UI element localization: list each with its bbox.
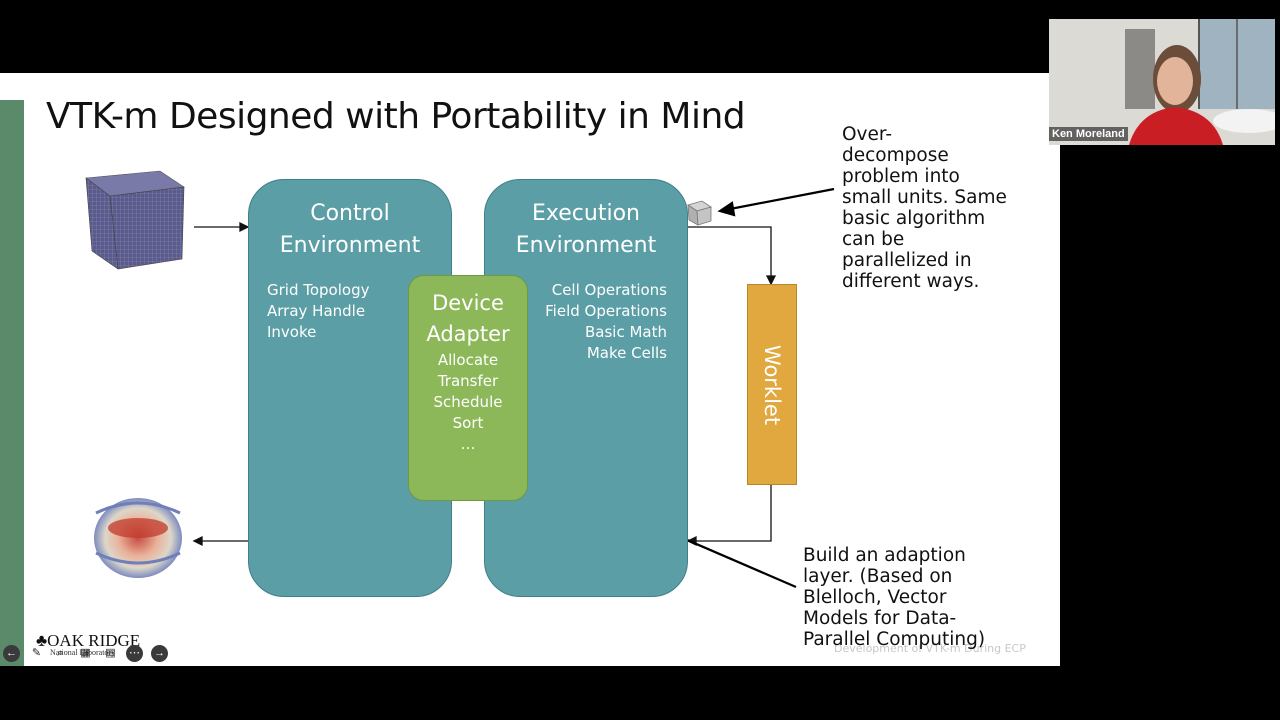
diagram-graphics [85, 170, 835, 589]
worklet-box: Worklet [747, 284, 797, 485]
input-mesh-cube [85, 170, 185, 270]
arrow-right-icon: → [154, 647, 165, 659]
oak-ridge-logo: ♣OAK RIDGE National Laboratory [36, 631, 141, 657]
callout-line: Blelloch, Vector [803, 587, 947, 608]
callout-over-decompose: Over- decompose problem into small units… [842, 124, 1007, 292]
see-all-slides-button[interactable]: ▦ [77, 645, 94, 662]
small-work-unit-cube [687, 200, 712, 226]
logo-tree-icon: ♣ [36, 631, 48, 650]
control-item: Invoke [267, 323, 317, 341]
callout-line: small units. Same [842, 187, 1007, 208]
callout-line: can be [842, 229, 905, 250]
device-title-line2: Adapter [426, 322, 510, 346]
flow-arrows [192, 221, 777, 547]
worklet-label: Worklet [760, 344, 784, 425]
more-icon: ⋯ [129, 647, 140, 659]
device-item: Transfer [437, 372, 499, 390]
device-adapter-box: Device Adapter Allocate Transfer Schedul… [408, 275, 528, 501]
slide-footer: Development of VTK-m During ECP [834, 642, 1026, 655]
execution-item: Basic Math [584, 323, 667, 341]
callout-line: decompose [842, 145, 949, 166]
output-isosurface [94, 498, 182, 578]
control-item: Array Handle [267, 302, 366, 320]
slide-title: VTK-m Designed with Portability in Mind [46, 96, 746, 137]
callout-line: parallelized in [842, 250, 972, 271]
callout-line: Parallel Computing) [803, 629, 986, 650]
control-item: Grid Topology [267, 281, 370, 299]
device-item: … [460, 435, 476, 453]
execution-item: Field Operations [545, 302, 667, 320]
callout-line: Build an adaption [803, 545, 966, 566]
zoom-button[interactable]: ⌕ [52, 645, 69, 662]
subtitles-icon: ▤ [105, 647, 116, 659]
pen-icon: ✎ [31, 647, 42, 659]
callout-adaption-layer: Build an adaption layer. (Based on Blell… [803, 545, 985, 650]
device-item: Allocate [437, 351, 499, 369]
execution-title-line1: Execution [532, 201, 640, 226]
execution-item: Make Cells [586, 344, 667, 362]
execution-title-line2: Environment [515, 233, 657, 258]
device-title-line1: Device [432, 291, 504, 315]
callout-line: layer. (Based on [803, 566, 953, 587]
execution-item: Cell Operations [551, 281, 667, 299]
participant-name-label: Ken Moreland [1049, 127, 1128, 141]
slide-side-bar [0, 100, 24, 666]
device-item: Schedule [433, 393, 503, 411]
participant-video[interactable]: Ken Moreland [1049, 19, 1275, 145]
slide: VTK-m Designed with Portability in Mind [0, 73, 1060, 666]
device-item: Sort [452, 414, 484, 432]
callout-line: Over- [842, 124, 892, 145]
previous-slide-button[interactable]: ← [3, 645, 20, 662]
control-title-line2: Environment [279, 233, 421, 258]
slides-icon: ▦ [80, 647, 91, 659]
more-options-button[interactable]: ⋯ [126, 645, 143, 662]
pen-tool-button[interactable]: ✎ [28, 645, 45, 662]
callout-line: basic algorithm [842, 208, 986, 229]
magnifier-icon: ⌕ [57, 647, 64, 659]
callout-line: Models for Data- [803, 608, 957, 629]
callout-line: different ways. [842, 271, 980, 292]
arrow-left-icon: ← [6, 647, 17, 659]
subtitles-button[interactable]: ▤ [102, 645, 119, 662]
participant-video-frame [1049, 19, 1275, 145]
callout-line: problem into [842, 166, 960, 187]
next-slide-button[interactable]: → [151, 645, 168, 662]
control-title-line1: Control [310, 201, 390, 226]
